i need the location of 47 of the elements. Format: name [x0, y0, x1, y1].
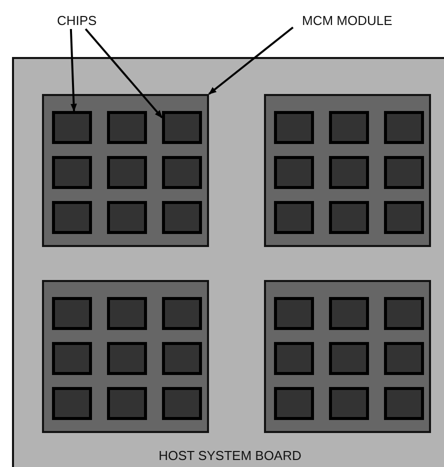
chip — [52, 111, 92, 144]
chip — [162, 297, 202, 330]
chip — [384, 297, 424, 330]
chip — [384, 111, 424, 144]
chip — [384, 156, 424, 189]
chip — [274, 387, 314, 420]
chip — [107, 387, 147, 420]
chip — [274, 156, 314, 189]
mcm-module — [264, 94, 431, 247]
chip — [274, 297, 314, 330]
host-board — [12, 57, 444, 467]
chip — [107, 111, 147, 144]
chip — [329, 297, 369, 330]
chip — [329, 156, 369, 189]
chip — [329, 387, 369, 420]
chip — [274, 111, 314, 144]
chip — [329, 201, 369, 234]
mcm-module — [42, 94, 209, 247]
chip — [384, 342, 424, 375]
chip — [52, 201, 92, 234]
chip — [107, 297, 147, 330]
chip — [162, 201, 202, 234]
chip — [162, 156, 202, 189]
callout-label: MCM MODULE — [302, 13, 392, 29]
chip — [52, 387, 92, 420]
leader-line — [208, 26, 294, 95]
chip — [274, 342, 314, 375]
chip — [162, 342, 202, 375]
chip — [52, 156, 92, 189]
chip — [107, 156, 147, 189]
chip — [329, 342, 369, 375]
mcm-module — [264, 280, 431, 433]
board-label: HOST SYSTEM BOARD — [158, 448, 302, 464]
mcm-module — [42, 280, 209, 433]
chip — [274, 201, 314, 234]
chip — [107, 342, 147, 375]
chip — [329, 111, 369, 144]
chip — [162, 111, 202, 144]
chip — [384, 201, 424, 234]
callout-label: CHIPS — [57, 13, 97, 29]
leader-line — [84, 28, 163, 118]
chip — [384, 387, 424, 420]
chip — [52, 297, 92, 330]
chip — [162, 387, 202, 420]
chip — [107, 201, 147, 234]
chip — [52, 342, 92, 375]
leader-line — [70, 28, 77, 112]
